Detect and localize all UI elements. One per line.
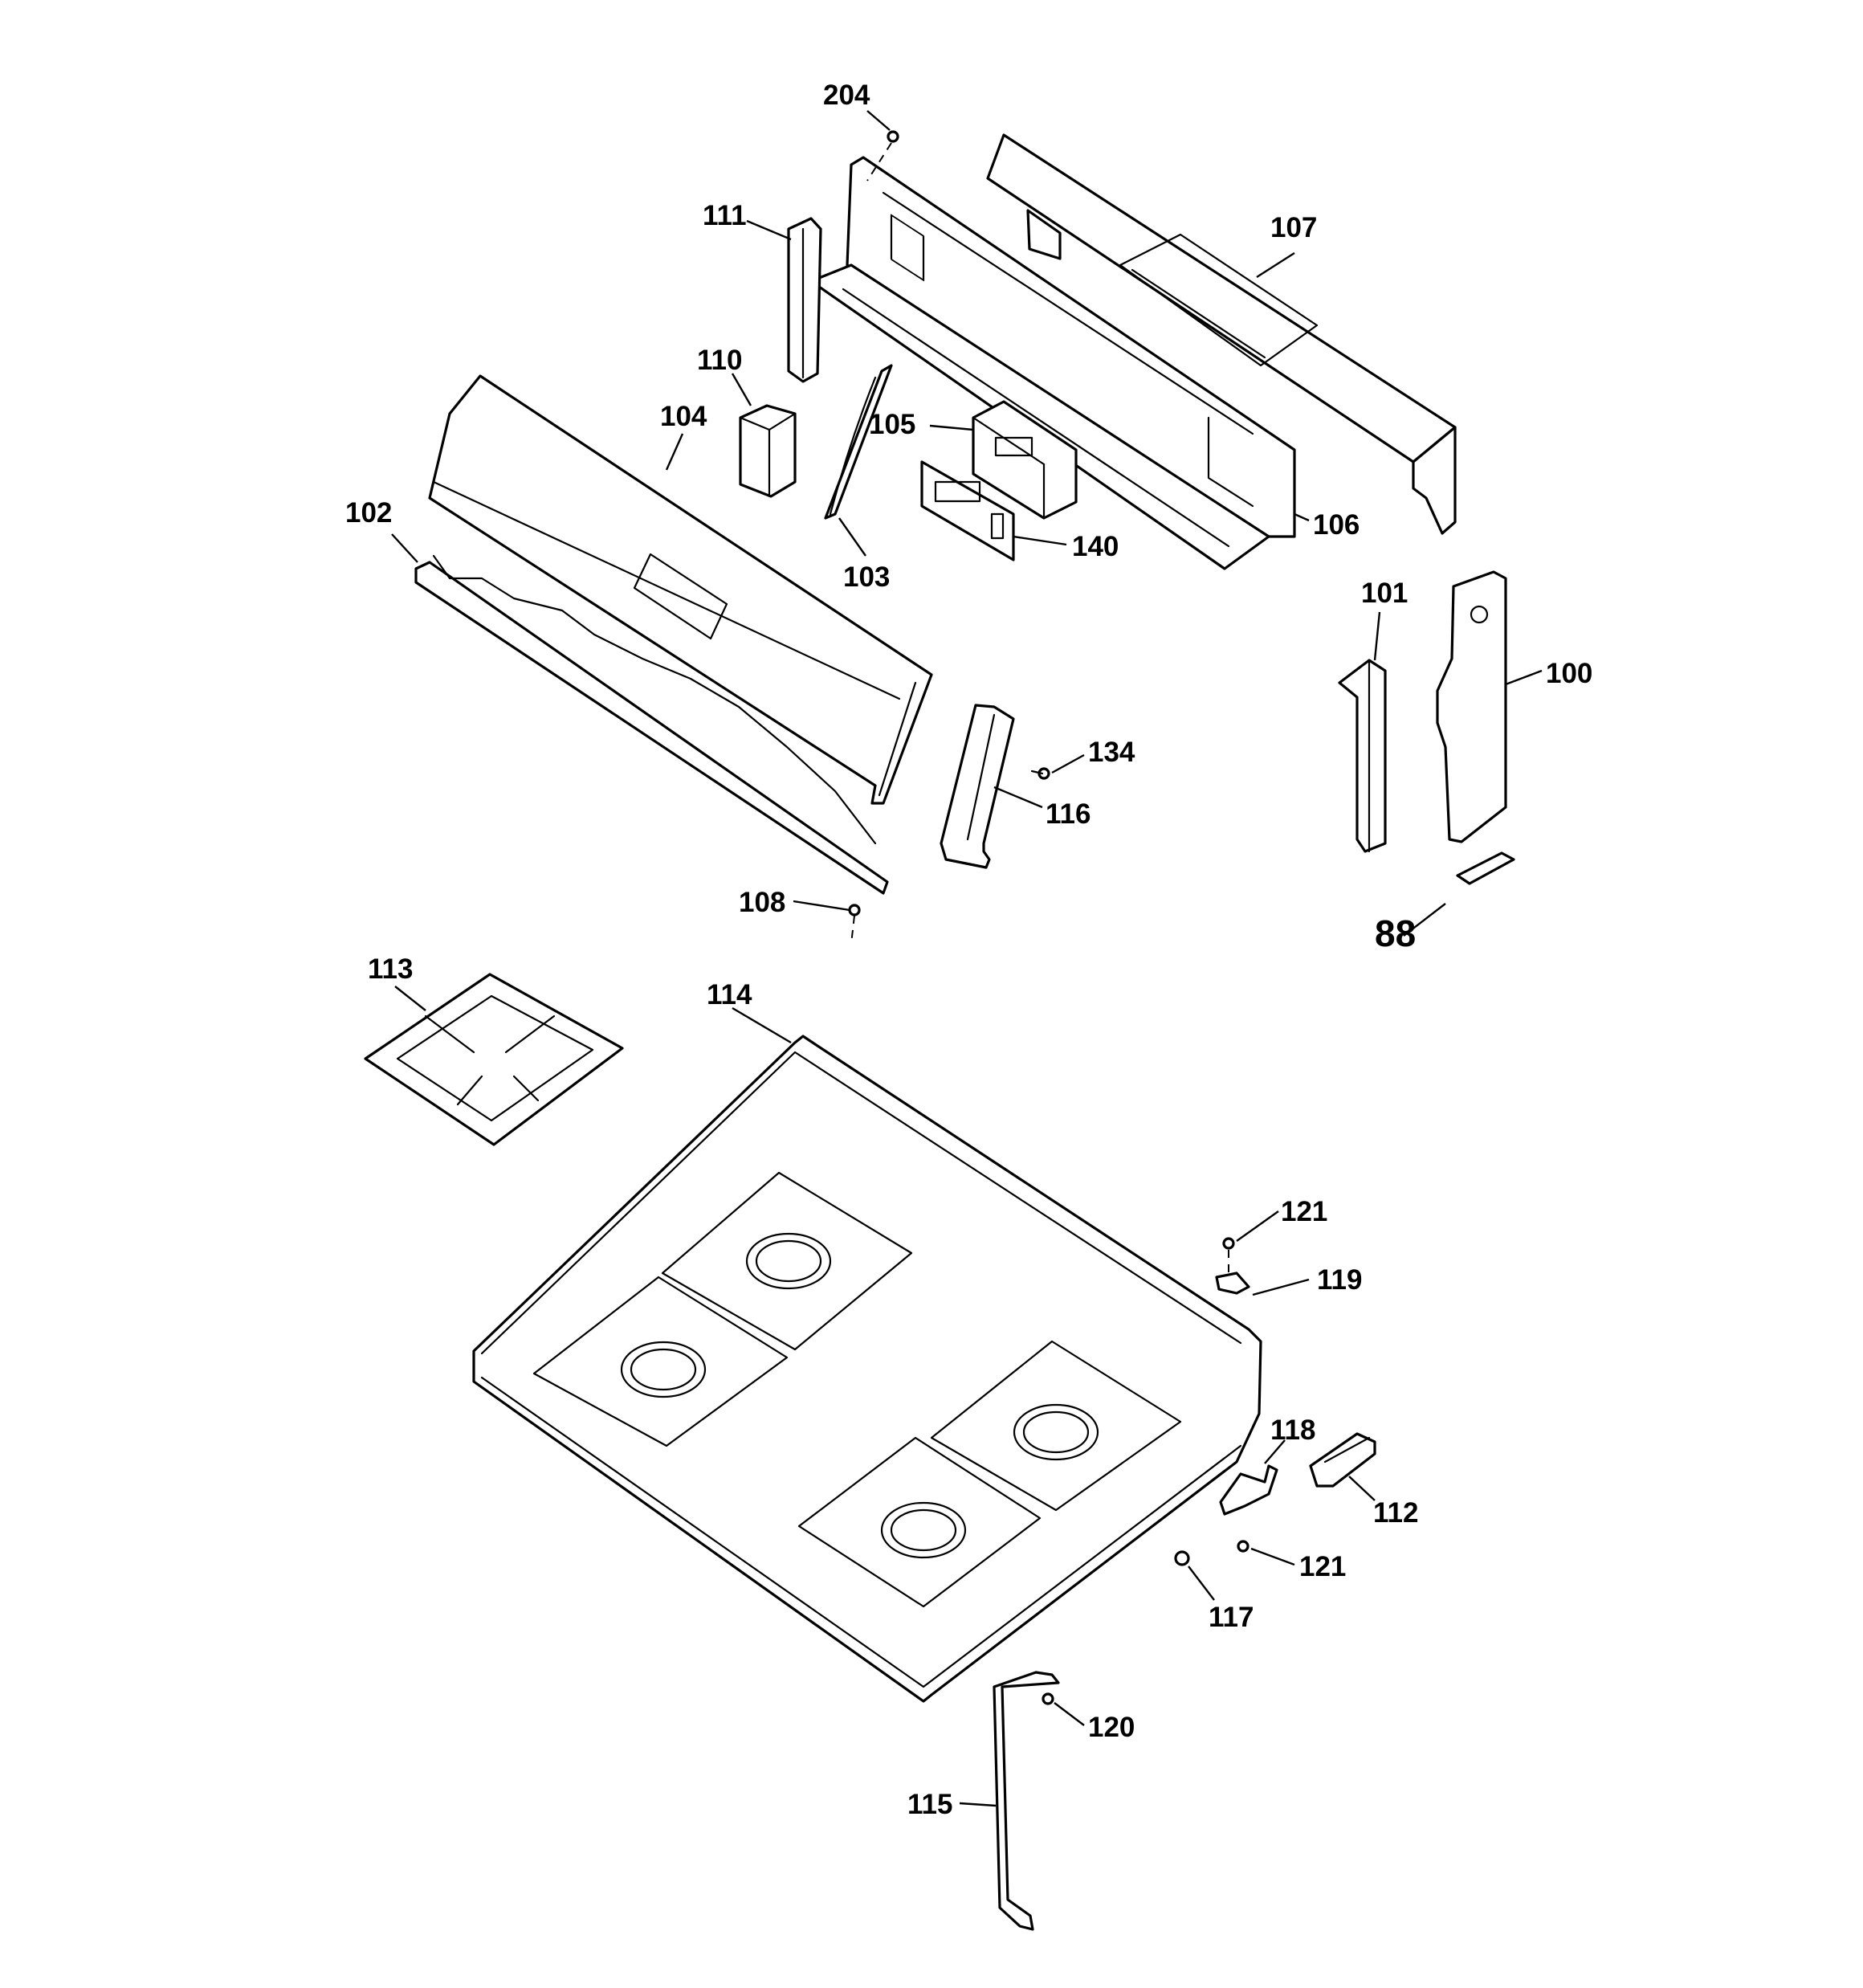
callout-103: 103 — [843, 561, 890, 593]
callout-204: 204 — [823, 80, 870, 111]
callout-112: 112 — [1373, 1497, 1418, 1529]
part-88-pad — [1456, 851, 1515, 885]
callout-102: 102 — [345, 497, 392, 529]
part-100-end-cap — [1436, 570, 1507, 843]
callout-106: 106 — [1313, 509, 1360, 541]
callout-111: 111 — [703, 200, 747, 231]
part-118-bracket — [1219, 1464, 1278, 1516]
callout-100: 100 — [1546, 658, 1592, 689]
part-115-rod — [993, 1671, 1060, 1931]
part-108-screw — [848, 904, 861, 945]
callout-134: 134 — [1088, 737, 1135, 768]
part-120-screw — [1042, 1692, 1054, 1705]
part-114-cooktop — [472, 1035, 1262, 1703]
part-106-backguard — [809, 156, 1296, 570]
callout-116: 116 — [1046, 798, 1090, 830]
part-116-side-trim — [940, 704, 1015, 869]
callout-119: 119 — [1317, 1264, 1362, 1296]
callout-118: 118 — [1270, 1414, 1315, 1446]
callout-114: 114 — [707, 979, 752, 1010]
callout-121-upper: 121 — [1281, 1196, 1327, 1227]
part-204-screw — [866, 130, 899, 182]
callout-108: 108 — [739, 887, 785, 918]
callout-104: 104 — [660, 401, 707, 432]
callout-117: 117 — [1209, 1602, 1254, 1633]
part-102-trim — [414, 554, 889, 895]
part-121-screw-lower — [1237, 1540, 1249, 1553]
part-113-grate — [364, 973, 624, 1146]
part-105-clock — [972, 400, 1078, 520]
part-119-bracket — [1215, 1272, 1250, 1295]
callout-120: 120 — [1088, 1712, 1135, 1743]
callout-88: 88 — [1375, 912, 1416, 954]
callout-105: 105 — [869, 409, 915, 440]
callout-115: 115 — [907, 1789, 952, 1820]
part-140-overlay — [920, 460, 1015, 561]
callout-101: 101 — [1361, 578, 1408, 609]
part-110-switch — [739, 404, 797, 498]
part-107-top-cap — [986, 133, 1457, 535]
part-104-control-panel — [428, 374, 933, 805]
callout-140: 140 — [1072, 531, 1119, 562]
part-111-bracket — [787, 217, 822, 383]
callout-107: 107 — [1270, 212, 1317, 243]
part-121-screw-upper — [1222, 1237, 1235, 1273]
callout-110: 110 — [697, 345, 742, 376]
part-117-nut — [1174, 1550, 1190, 1566]
leader-lines — [391, 110, 1543, 1807]
part-103-strap — [824, 364, 893, 520]
callout-labels: 204 111 107 110 104 105 102 106 140 103 … — [345, 80, 1592, 1820]
part-134-screw — [1030, 767, 1050, 780]
callout-113: 113 — [368, 953, 413, 985]
part-112-bracket — [1309, 1432, 1376, 1488]
callout-121-lower: 121 — [1299, 1551, 1346, 1582]
part-101-bracket — [1338, 659, 1387, 853]
